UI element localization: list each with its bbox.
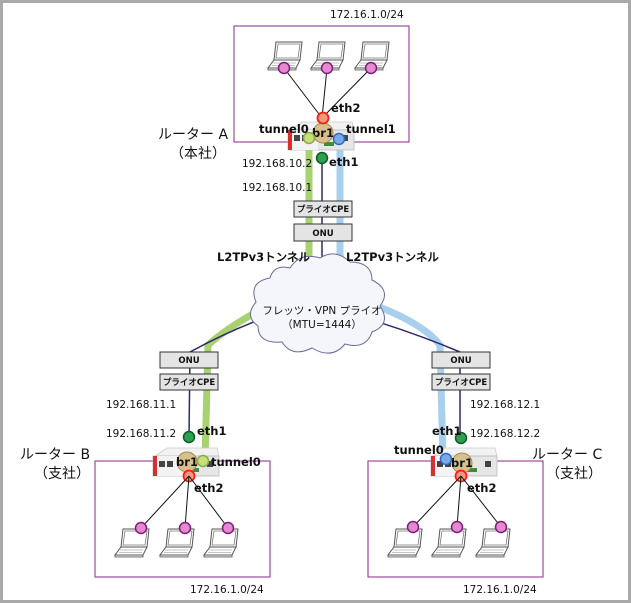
tunnel0-node — [302, 131, 316, 145]
router-a-wan-ip: 192.168.10.2 — [242, 158, 312, 170]
tunnel-label-left: L2TPv3トンネル — [217, 250, 310, 264]
onu-b: ONU — [159, 351, 219, 369]
router-c-lan: 172.16.1.0/24 — [463, 584, 537, 596]
eth1-node — [315, 151, 329, 165]
router-b: br1 eth1 tunnel0 eth2 ルーター B （支社） 192.16… — [20, 399, 264, 596]
pc-port — [364, 61, 378, 75]
eth1-label: eth1 — [197, 424, 227, 438]
pc-port — [277, 61, 291, 75]
router-b-gw-ip: 192.168.11.1 — [106, 399, 176, 411]
router-c: br1 eth1 tunnel0 eth2 ルーター C （支社） 192.16… — [387, 399, 602, 596]
tunnel0-label: tunnel0 — [394, 443, 444, 457]
vpn-cloud — [250, 253, 385, 354]
cpe-a: プライオCPE — [293, 200, 353, 218]
router-b-site: （支社） — [34, 466, 90, 482]
eth2-label: eth2 — [331, 101, 361, 115]
router-b-wan-ip: 192.168.11.2 — [106, 428, 176, 440]
svg-text:br1: br1 — [176, 455, 198, 469]
eth1-node — [182, 430, 196, 444]
tunnel0-node — [439, 452, 453, 466]
tunnel0-label: tunnel0 — [211, 455, 261, 469]
svg-text:br1: br1 — [312, 126, 334, 140]
router-c-name: ルーター C — [532, 447, 602, 463]
svg-text:br1: br1 — [451, 456, 473, 470]
tunnel1-label: tunnel1 — [346, 122, 396, 136]
router-a-name: ルーター A — [158, 127, 228, 143]
svg-text:プライオCPE: プライオCPE — [163, 377, 215, 388]
router-c-wan-ip: 192.168.12.2 — [470, 428, 540, 440]
pc-icon — [431, 528, 467, 558]
onu-a: ONU — [293, 223, 353, 242]
cloud-mtu: （MTU=1444） — [282, 319, 362, 331]
svg-text:ONU: ONU — [450, 356, 471, 366]
router-b-lan: 172.16.1.0/24 — [190, 584, 264, 596]
eth1-label: eth1 — [432, 424, 462, 438]
router-a: br1 eth2 tunnel0 tunnel1 eth1 ルーター A （本社… — [158, 9, 404, 194]
cloud-name: フレッツ・VPN プライオ — [262, 305, 381, 317]
cpe-c: プライオCPE — [431, 373, 491, 391]
pc-port — [406, 520, 420, 534]
cpe-b: プライオCPE — [159, 373, 219, 391]
eth2-label: eth2 — [194, 481, 224, 495]
pc-port — [494, 520, 508, 534]
eth2-node — [316, 111, 330, 125]
router-b-name: ルーター B — [20, 447, 90, 463]
pc-port — [320, 61, 334, 75]
tunnel1-node — [332, 132, 346, 146]
svg-text:ONU: ONU — [178, 356, 199, 366]
onu-c: ONU — [431, 351, 491, 369]
eth2-label: eth2 — [467, 481, 497, 495]
svg-text:ONU: ONU — [312, 229, 333, 239]
pc-icon — [203, 528, 239, 558]
pc-icon — [475, 528, 511, 558]
tunnel0-node — [196, 454, 210, 468]
tunnel0-label: tunnel0 — [259, 122, 309, 136]
router-c-site: （支社） — [546, 466, 602, 482]
router-a-site: （本社） — [170, 146, 226, 162]
pc-icon — [387, 528, 423, 558]
lan-box-b — [94, 460, 271, 578]
svg-text:プライオCPE: プライオCPE — [297, 204, 349, 215]
router-a-lan: 172.16.1.0/24 — [330, 9, 404, 21]
router-c-gw-ip: 192.168.12.1 — [470, 399, 540, 411]
pc-port — [178, 521, 192, 535]
pc-icon — [159, 528, 195, 558]
eth1-label: eth1 — [329, 155, 359, 169]
tunnel-label-right: L2TPv3トンネル — [346, 250, 439, 264]
pc-port — [221, 521, 235, 535]
eth1-node — [454, 431, 468, 445]
router-a-gw-ip: 192.168.10.1 — [242, 182, 312, 194]
pc-port — [134, 521, 148, 535]
svg-text:プライオCPE: プライオCPE — [435, 377, 487, 388]
pc-port — [450, 520, 464, 534]
